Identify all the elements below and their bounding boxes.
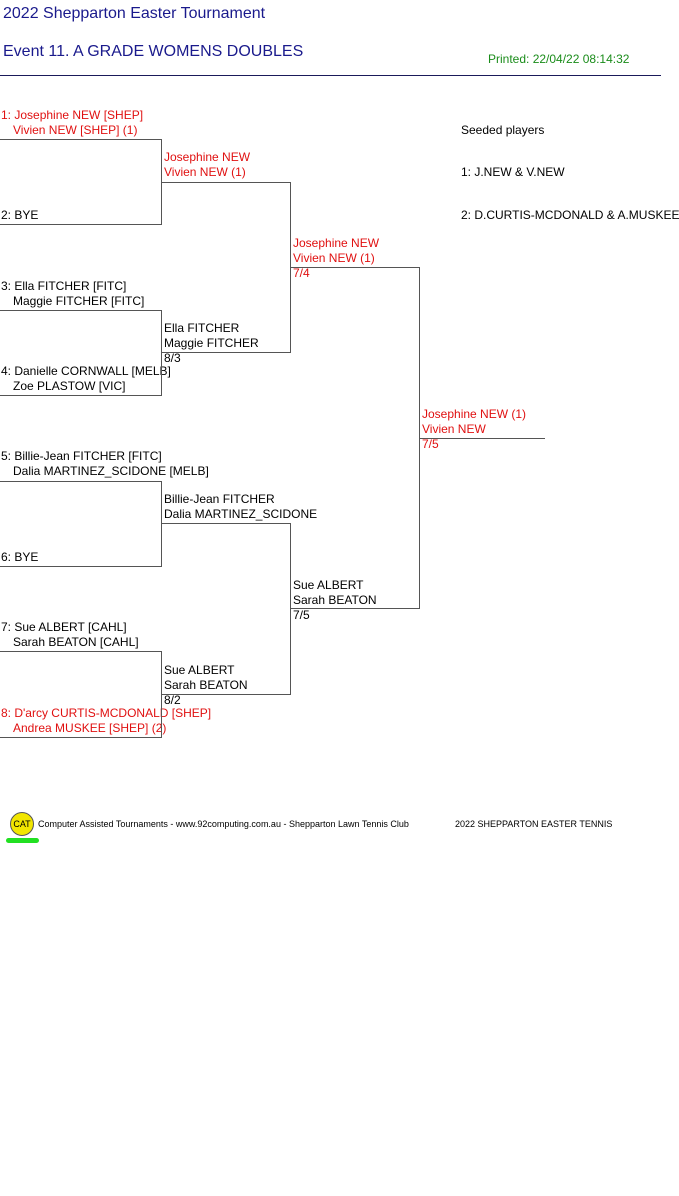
cat-logo-icon: CAT — [10, 812, 34, 836]
footer-event-name: 2022 SHEPPARTON EASTER TENNIS — [455, 819, 613, 829]
sf-match-1-score: 7/4 — [293, 266, 310, 280]
tournament-title: 2022 Shepparton Easter Tournament — [3, 5, 266, 22]
r1-entry-7-line1: 7: Sue ALBERT [CAHL] — [1, 620, 127, 634]
final-score: 7/5 — [422, 437, 439, 451]
r2-match-1-line1: Josephine NEW — [164, 150, 251, 164]
r1-line-1 — [0, 139, 161, 140]
r1-line-2 — [0, 224, 161, 225]
r1-entry-3-line2: Maggie FITCHER [FITC] — [13, 294, 145, 308]
r2-match-4-line1: Sue ALBERT — [164, 663, 235, 677]
r1-entry-4-line1: 4: Danielle CORNWALL [MELB] — [1, 364, 171, 378]
r2-match-2-line1: Ella FITCHER — [164, 321, 240, 335]
r1-line-3 — [0, 310, 161, 311]
r2-match-4-line2: Sarah BEATON — [164, 678, 248, 692]
r1-vert-3 — [161, 481, 162, 567]
seed-2: 2: D.CURTIS-MCDONALD & A.MUSKEE — [461, 208, 679, 222]
r2-match-1-line2: Vivien NEW (1) — [164, 165, 246, 179]
r1-vert-2 — [161, 310, 162, 396]
sf-match-2-line2: Sarah BEATON — [293, 593, 377, 607]
printed-timestamp: Printed: 22/04/22 08:14:32 — [488, 52, 630, 66]
r2-match-2-score: 8/3 — [164, 351, 181, 365]
r1-entry-3-line1: 3: Ella FITCHER [FITC] — [1, 279, 127, 293]
r1-entry-5-line1: 5: Billie-Jean FITCHER [FITC] — [1, 449, 162, 463]
footer-credit: Computer Assisted Tournaments - www.92co… — [38, 819, 409, 829]
r1-line-6 — [0, 566, 161, 567]
r2-vert-2 — [290, 523, 291, 695]
r2-line-4 — [161, 694, 290, 695]
r1-entry-1-line1: 1: Josephine NEW [SHEP] — [1, 108, 144, 122]
sf-match-1-line1: Josephine NEW — [293, 236, 380, 250]
r1-entry-4-line2: Zoe PLASTOW [VIC] — [13, 379, 126, 393]
r1-line-8 — [0, 737, 161, 738]
seeds-title: Seeded players — [461, 123, 545, 137]
cat-logo-underline — [6, 838, 39, 843]
header-divider — [0, 75, 661, 76]
r1-entry-5-line2: Dalia MARTINEZ_SCIDONE [MELB] — [13, 464, 209, 478]
final-line2: Vivien NEW — [422, 422, 486, 436]
final-line1: Josephine NEW (1) — [422, 407, 527, 421]
r2-match-4-score: 8/2 — [164, 693, 181, 707]
sf-match-2-line1: Sue ALBERT — [293, 578, 364, 592]
r1-line-4 — [0, 395, 161, 396]
r2-line-3 — [161, 523, 290, 524]
r1-entry-2-line1: 2: BYE — [1, 208, 39, 222]
r1-entry-6-line1: 6: BYE — [1, 550, 39, 564]
sf-match-2-score: 7/5 — [293, 608, 310, 622]
event-title: Event 11. A GRADE WOMENS DOUBLES — [3, 43, 304, 60]
sf-match-1-line2: Vivien NEW (1) — [293, 251, 375, 265]
r1-entry-7-line2: Sarah BEATON [CAHL] — [13, 635, 139, 649]
r2-line-2 — [161, 352, 290, 353]
r2-match-3-line1: Billie-Jean FITCHER — [164, 492, 275, 506]
sf-line-1 — [290, 267, 419, 268]
r2-line-1 — [161, 182, 290, 183]
r1-line-5 — [0, 481, 161, 482]
r1-entry-1-line2: Vivien NEW [SHEP] (1) — [13, 123, 138, 137]
seed-1: 1: J.NEW & V.NEW — [461, 165, 565, 179]
r2-match-3-line2: Dalia MARTINEZ_SCIDONE — [164, 507, 318, 521]
sf-line-2 — [290, 608, 419, 609]
r1-entry-8-line2: Andrea MUSKEE [SHEP] (2) — [13, 721, 167, 735]
r1-line-7 — [0, 651, 161, 652]
r2-match-2-line2: Maggie FITCHER — [164, 336, 259, 350]
final-line — [419, 438, 545, 439]
r1-entry-8-line1: 8: D'arcy CURTIS-MCDONALD [SHEP] — [1, 706, 212, 720]
